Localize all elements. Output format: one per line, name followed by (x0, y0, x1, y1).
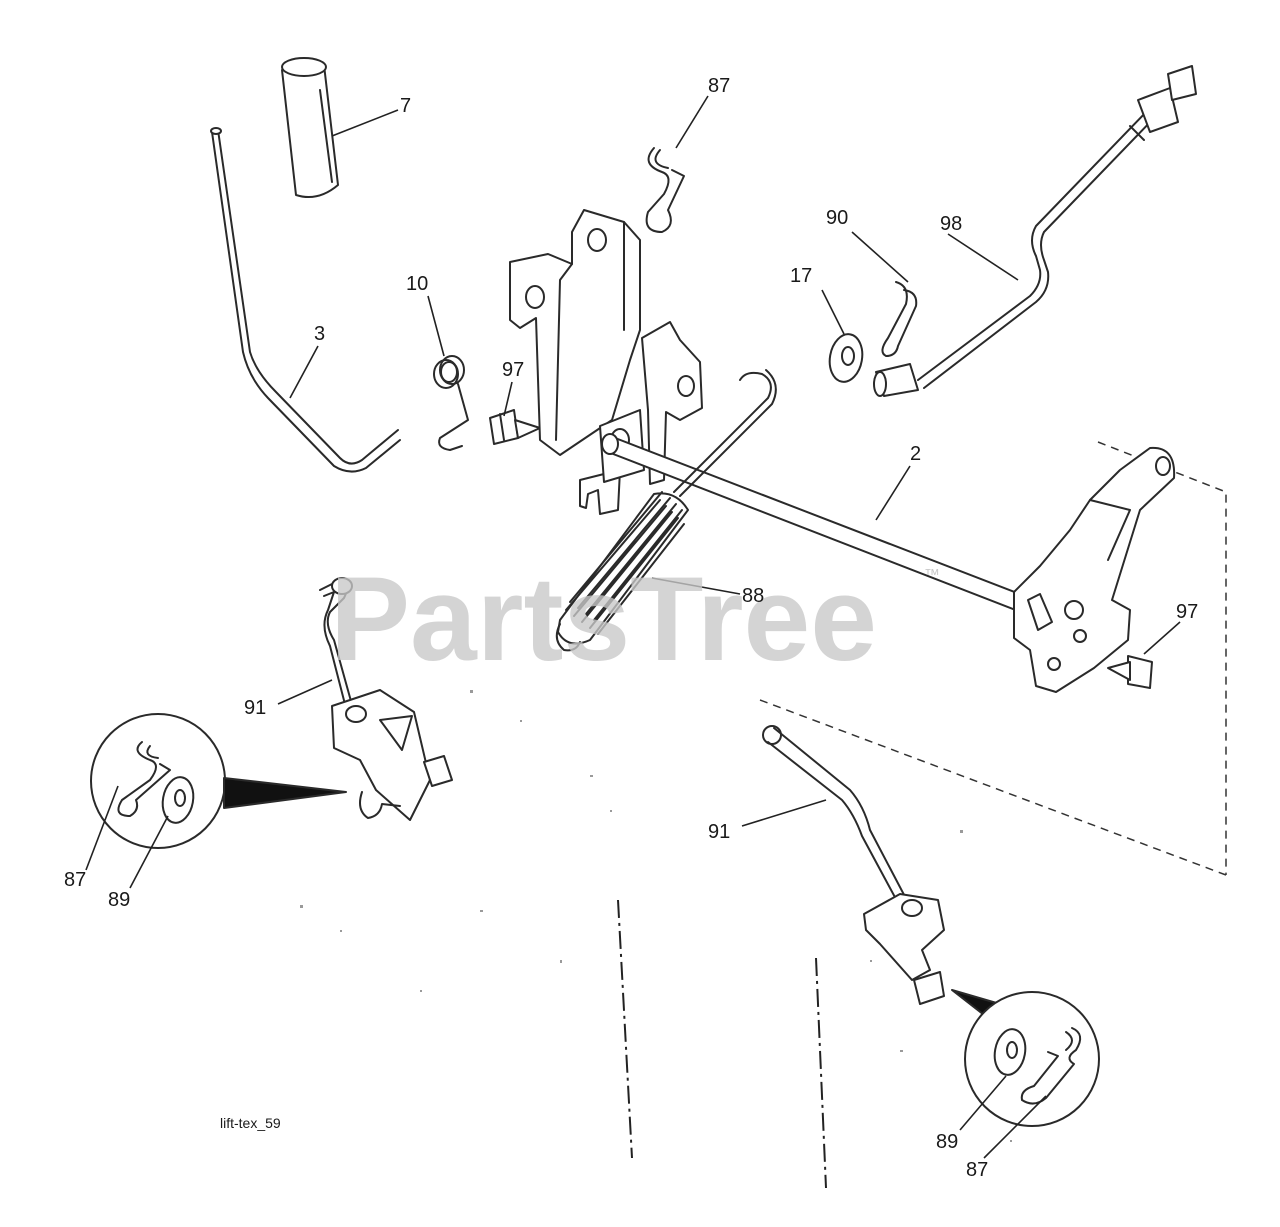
callout-89-left: 89 (108, 889, 130, 911)
callout-91-left: 91 (244, 697, 266, 719)
callout-87-top: 87 (708, 75, 730, 97)
detail-circle-right (964, 991, 1100, 1127)
part-rod-98 (873, 65, 1197, 397)
part-bolt-97-left (489, 409, 541, 445)
part-pivot-plate (579, 409, 645, 515)
callout-3: 3 (314, 323, 325, 345)
part-extension-spring-88 (555, 491, 689, 652)
callout-88: 88 (742, 585, 764, 607)
watermark-logo: PartsTree (330, 552, 877, 686)
part-main-bracket (509, 209, 641, 456)
callout-97-left: 97 (502, 359, 524, 381)
callout-17: 17 (790, 265, 812, 287)
part-clip-87-top (645, 147, 685, 233)
center-line-right (815, 957, 827, 1189)
callout-91-right: 91 (708, 821, 730, 843)
part-hook-rod (673, 369, 777, 497)
faded-background-artifacts (300, 690, 1012, 1142)
callout-7: 7 (400, 95, 411, 117)
callout-98: 98 (940, 213, 962, 235)
part-link-rod-91-right (762, 725, 1001, 1019)
part-washer-17 (828, 333, 864, 383)
part-lift-handle-3 (210, 127, 401, 473)
part-torsion-spring-10 (433, 355, 469, 451)
part-cotter-pin-90 (881, 281, 918, 357)
center-line-left (617, 899, 633, 1159)
part-grip-7 (281, 57, 339, 198)
callout-labels: 7 87 90 98 17 10 3 97 2 88 97 91 87 89 9… (64, 75, 1198, 1181)
callout-2: 2 (910, 443, 921, 465)
callout-10: 10 (406, 273, 428, 295)
dashed-reference-lower (759, 699, 1227, 876)
callout-87-right: 87 (966, 1159, 988, 1181)
diagram-label: lift-tex_59 (220, 1115, 281, 1131)
part-link-rod-91-left (319, 577, 453, 821)
leader-lines (85, 95, 1181, 1159)
detail-circle-left (90, 713, 347, 849)
part-bolt-97-right (1107, 655, 1153, 689)
watermark-trademark-symbol: ™ (924, 567, 940, 584)
callout-90: 90 (826, 207, 848, 229)
part-right-lift-arm (1013, 446, 1176, 693)
callout-87-left: 87 (64, 869, 86, 891)
callout-89-right: 89 (936, 1131, 958, 1153)
callout-97-right: 97 (1176, 601, 1198, 623)
